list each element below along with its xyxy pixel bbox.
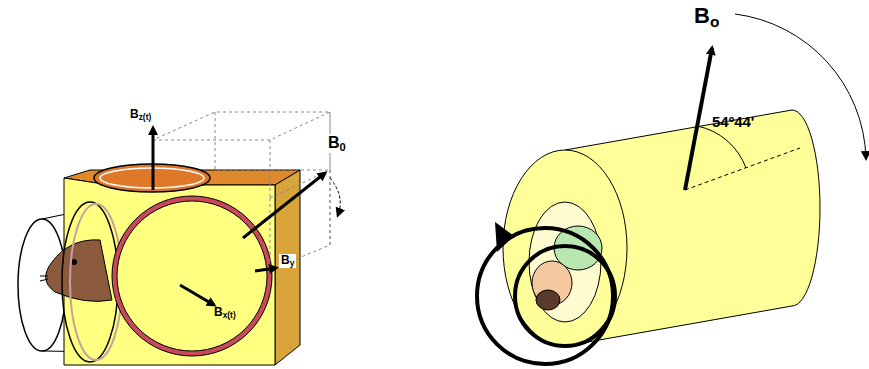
field-label: Bx(t) — [214, 306, 236, 320]
angle-label: 54º44' — [712, 114, 754, 131]
field-label: Bo — [692, 4, 721, 31]
field-label: By — [279, 254, 296, 268]
field-label: Bz(t) — [128, 108, 153, 122]
field-label: B0 — [326, 134, 348, 153]
